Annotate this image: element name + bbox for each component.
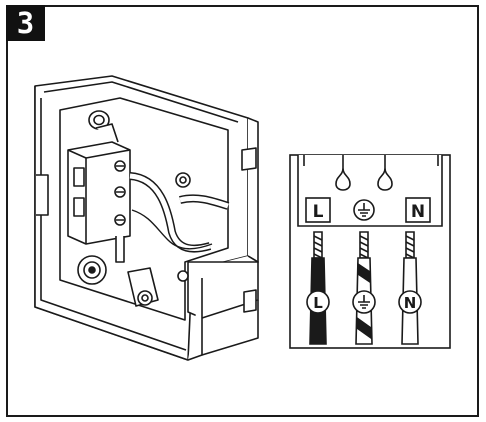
- wire-neutral: [398, 231, 422, 345]
- step-number-badge: 3: [6, 5, 45, 41]
- wire-live: [306, 231, 330, 345]
- wire-earth-icon: [358, 295, 370, 309]
- terminal-label-neutral: N: [411, 202, 425, 222]
- wire-label-live: L: [313, 294, 323, 312]
- back-box-illustration: [34, 75, 259, 361]
- terminal-block-drawing: [67, 123, 131, 245]
- wire-label-neutral: N: [404, 294, 417, 312]
- earth-ground-icon: [358, 203, 370, 217]
- terminal-label-live: L: [313, 202, 324, 222]
- figure-border: [6, 5, 479, 417]
